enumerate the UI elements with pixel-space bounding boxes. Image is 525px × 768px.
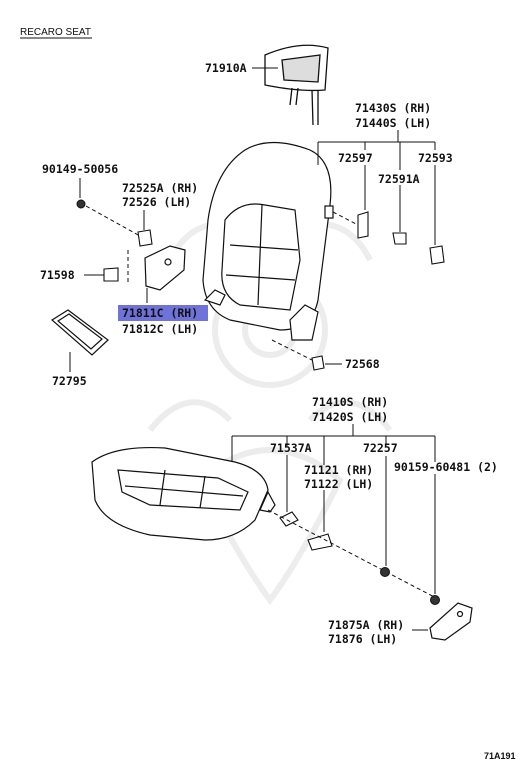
cushion-brackets-drawing [279, 511, 333, 551]
diagram-code: 71A191 [484, 751, 516, 761]
label-71410S[interactable]: 71410S (RH) [312, 395, 388, 409]
label-90149[interactable]: 90149-50056 [42, 162, 118, 176]
label-71122[interactable]: 71122 (LH) [304, 477, 373, 491]
bracket-71410S [231, 424, 436, 594]
bolt-90159 [430, 595, 440, 605]
label-71812C[interactable]: 71812C (LH) [122, 322, 198, 336]
seat-back-drawing [202, 141, 334, 341]
dash-72597 [332, 211, 359, 226]
seat-cushion-drawing [91, 446, 276, 541]
pad-72795 [50, 309, 109, 356]
label-72568[interactable]: 72568 [345, 357, 380, 371]
label-72593[interactable]: 72593 [418, 151, 453, 165]
label-90159[interactable]: 90159-60481 (2) [394, 460, 498, 474]
label-72597[interactable]: 72597 [338, 151, 373, 165]
clip-71598 [103, 267, 119, 282]
dash-72568 [271, 339, 313, 361]
nut-72257 [380, 567, 390, 577]
diagram-title: RECARO SEAT [20, 27, 91, 38]
label-71537A[interactable]: 71537A [270, 441, 312, 455]
dash-cushion [267, 509, 441, 601]
label-72526[interactable]: 72526 (LH) [122, 195, 191, 209]
recliner-cover-drawing [144, 245, 186, 291]
cover-71875A [429, 602, 473, 641]
label-72257[interactable]: 72257 [363, 441, 398, 455]
bushing-72525A [137, 229, 153, 247]
label-72591A[interactable]: 72591A [378, 172, 420, 186]
bracket-71430S [317, 130, 436, 245]
label-71876[interactable]: 71876 (LH) [328, 632, 397, 646]
label-71811C[interactable]: 71811C (RH) [122, 306, 198, 320]
clips-drawing [357, 211, 445, 265]
bolt-90149 [76, 199, 86, 209]
label-72525A[interactable]: 72525A (RH) [122, 181, 198, 195]
dash-90149 [85, 205, 141, 237]
label-72795[interactable]: 72795 [52, 374, 87, 388]
label-71121[interactable]: 71121 (RH) [304, 463, 373, 477]
headrest-drawing [264, 44, 329, 126]
label-71440S[interactable]: 71440S (LH) [355, 116, 431, 130]
highlight-71811C [118, 305, 208, 321]
nut-72568 [311, 355, 325, 371]
label-71910A[interactable]: 71910A [205, 61, 247, 75]
label-71430S[interactable]: 71430S (RH) [355, 101, 431, 115]
label-71420S[interactable]: 71420S (LH) [312, 410, 388, 424]
label-71875A[interactable]: 71875A (RH) [328, 618, 404, 632]
label-71598[interactable]: 71598 [40, 268, 75, 282]
